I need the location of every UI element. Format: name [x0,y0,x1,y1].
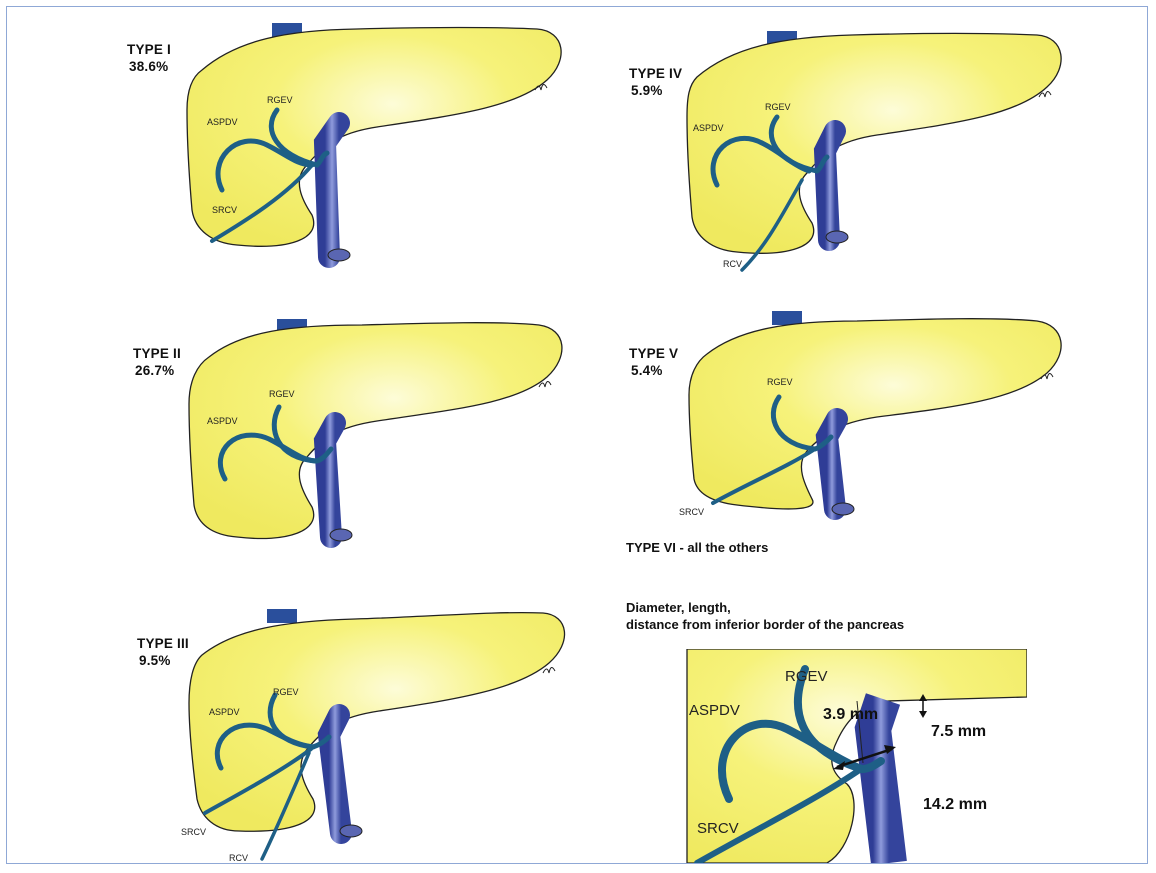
label-rcv: RCV [723,259,742,269]
label-aspdv: ASPDV [207,117,238,127]
pancreas-body [687,34,1061,254]
label-aspdv: ASPDV [207,416,238,426]
smv-cut-end [330,529,352,541]
detail-diagram: ASPDV RGEV SRCV 3.9 mm 7.5 mm 14.2 mm [677,649,1027,863]
pancreas-body [689,319,1061,509]
smv-vein [827,419,837,509]
label-srcv: SRCV [679,507,704,517]
detail-title-line-2: distance from inferior border of the pan… [626,616,904,633]
portal-vein-stub [267,609,297,623]
smv-vein [329,715,341,833]
pancreas-diagram-type-5: RGEV SRCV [617,299,1057,529]
label-srcv: SRCV [181,827,206,837]
measure-diameter: 3.9 mm [823,706,878,723]
detail-title: Diameter, length, distance from inferior… [626,599,904,633]
panel-type-1: TYPE I 38.6% ASPDV RGEV SRCV [117,15,557,265]
label-rcv: RCV [229,853,248,863]
panel-detail: ASPDV RGEV SRCV 3.9 mm 7.5 mm 14.2 mm [677,649,1027,863]
pancreas-diagram-type-3: ASPDV RGEV SRCV RCV [117,603,587,865]
pancreas-body [189,613,565,832]
label-aspdv: ASPDV [209,707,240,717]
label-rgev: RGEV [267,95,293,105]
smv-vein [325,423,335,537]
pancreas-diagram-type-2: ASPDV RGEV [117,299,557,559]
panel-type-2: TYPE II 26.7% ASPDV RGEV [117,299,557,559]
detail-label-aspdv: ASPDV [689,702,740,719]
smv-cut-end [328,249,350,261]
pancreas-body [187,28,561,247]
label-rgev: RGEV [765,102,791,112]
detail-label-srcv: SRCV [697,820,739,837]
label-rgev: RGEV [767,377,793,387]
smv-cut-end [826,231,848,243]
smv-cut-end [832,503,854,515]
type-six-note: TYPE VI - all the others [626,540,768,555]
portal-vein-stub [772,311,802,325]
distance-arrow-head-bottom [919,711,927,718]
smv-vein [825,131,835,240]
smv-vein [325,123,339,257]
panel-type-4: TYPE IV 5.9% ASPDV RGEV RCV [617,15,1057,275]
spleen-hilum-squiggle-icon [543,667,555,673]
smv-vein-detail [873,699,889,863]
pancreas-body [189,323,562,539]
panel-type-5: TYPE V 5.4% RGEV SRCV [617,299,1057,529]
measure-length: 14.2 mm [923,796,987,813]
detail-title-line-1: Diameter, length, [626,599,904,616]
detail-label-rgev: RGEV [785,668,828,685]
pancreas-diagram-type-4: ASPDV RGEV RCV [617,15,1057,275]
measure-distance: 7.5 mm [931,723,986,740]
panel-type-3: TYPE III 9.5% ASPDV RGEV SRCV RC [117,603,587,865]
smv-cut-end [340,825,362,837]
pancreas-diagram-type-1: ASPDV RGEV SRCV [117,15,557,265]
label-rgev: RGEV [273,687,299,697]
figure-frame: TYPE I 38.6% ASPDV RGEV SRCV [6,6,1148,864]
label-rgev: RGEV [269,389,295,399]
label-srcv: SRCV [212,205,237,215]
label-aspdv: ASPDV [693,123,724,133]
